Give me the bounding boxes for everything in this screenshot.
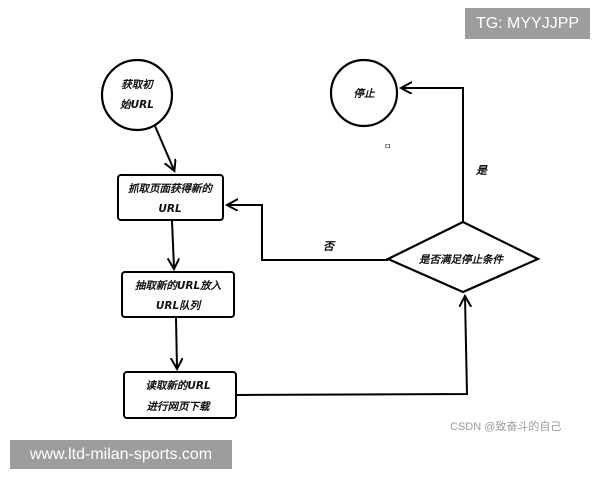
tg-watermark: TG: MYYJJPP [465, 8, 590, 39]
start-node-line2: 始URL [120, 98, 154, 111]
csdn-watermark: CSDN @致奋斗的自己 [450, 421, 562, 433]
edge-decision-to-stop-yes [402, 88, 464, 222]
edge-label-yes: 是 [475, 164, 488, 177]
extract-node-line2: URL队列 [156, 299, 203, 312]
stop-node-label: 停止 [354, 87, 376, 100]
extract-node-line1: 抽取新的URL放入 [135, 279, 222, 292]
stop-node: 停止 [329, 58, 399, 128]
fetch-node: 抓取页面获得新的 URL [117, 174, 224, 221]
download-node-line1: 读取新的URL [145, 379, 210, 392]
edge-download-to-decision [236, 297, 467, 396]
download-node: 读取新的URL 进行网页下载 [123, 371, 237, 419]
site-watermark[interactable]: www.ltd-milan-sports.com [10, 440, 232, 469]
start-node-line1: 获取初 [121, 78, 154, 91]
decision-node-label: 是否满足停止条件 [418, 253, 504, 266]
edge-extract-to-download [176, 317, 177, 368]
fetch-node-line2: URL [158, 203, 181, 215]
extract-node: 抽取新的URL放入 URL队列 [121, 271, 235, 318]
start-node: 获取初 始URL [100, 58, 174, 132]
fetch-node-line1: 抓取页面获得新的 [128, 182, 213, 195]
edge-start-to-fetch [154, 125, 174, 170]
decision-node: 是否满足停止条件 [385, 220, 541, 294]
download-node-line2: 进行网页下载 [147, 400, 211, 413]
edge-decision-to-fetch-no [228, 205, 388, 261]
stray-mark: ㅁ [384, 142, 391, 151]
edge-label-no: 否 [323, 240, 336, 253]
edge-fetch-to-extract [172, 220, 174, 268]
